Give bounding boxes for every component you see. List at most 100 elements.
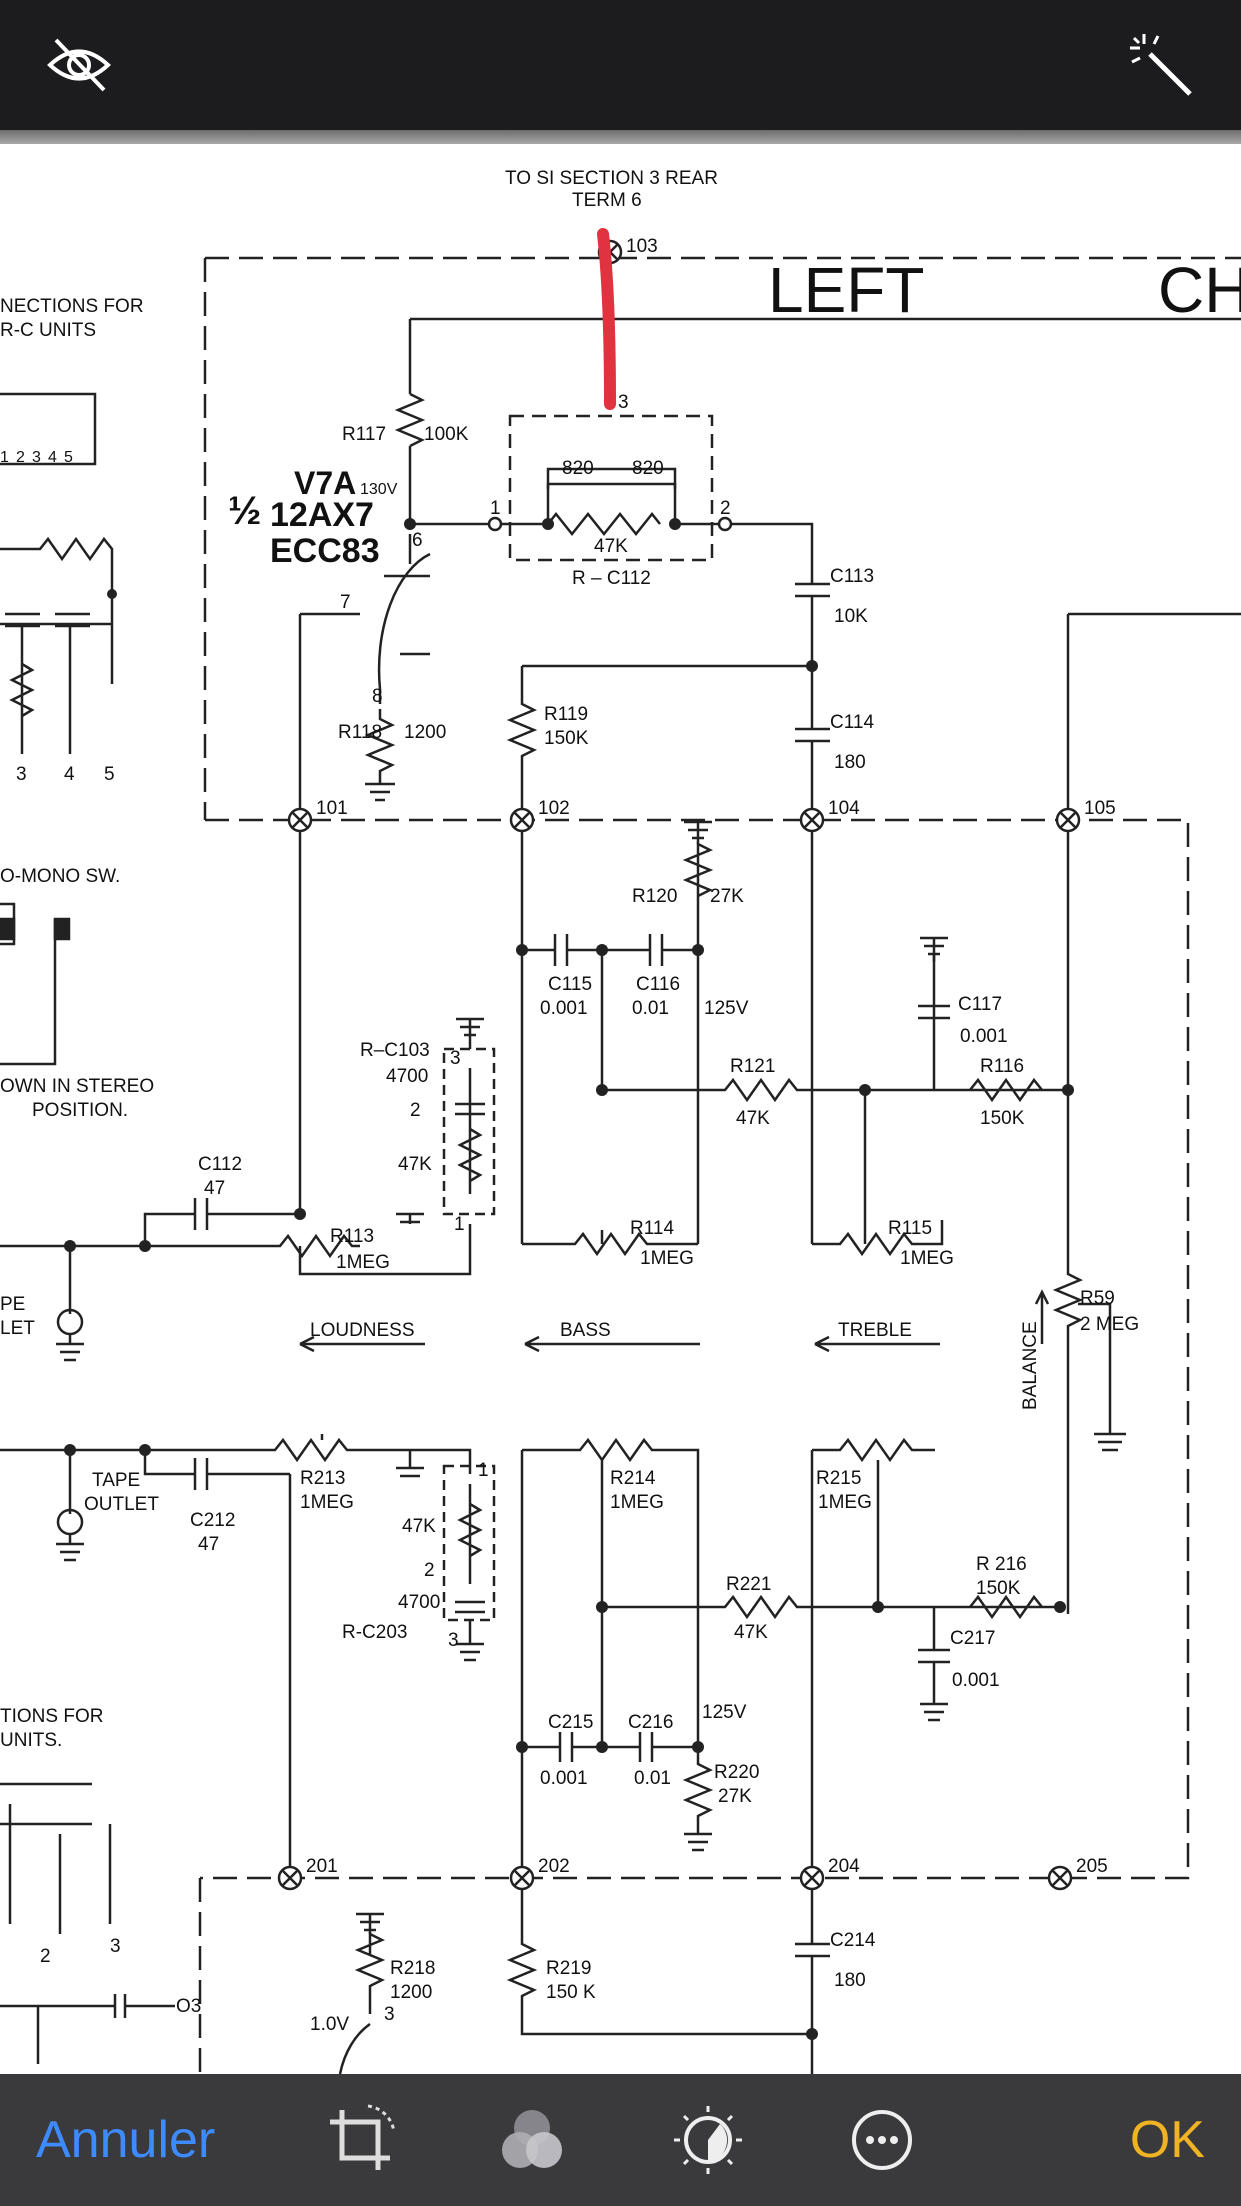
resistor-label: R118 — [338, 722, 382, 743]
note-label: OWN IN STEREO — [0, 1076, 154, 1097]
node-label: 201 — [306, 1856, 338, 1877]
voltage-label: 1.0V — [310, 2014, 349, 2035]
resistor-value: 150K — [976, 1578, 1021, 1599]
photo-edge — [0, 130, 1241, 144]
resistor-label: R117 — [342, 424, 386, 445]
resistor-label: R59 — [1080, 1288, 1115, 1309]
node-label: 105 — [1084, 798, 1116, 819]
cap-label: C113 — [830, 566, 874, 587]
pin-label: 2 — [16, 449, 25, 466]
pin-label: 3 — [618, 392, 629, 413]
ok-button[interactable]: OK — [1129, 2111, 1205, 2169]
resistor-value: 150 K — [546, 1982, 596, 2003]
schematic-drawing: TO SI SECTION 3 REAR TERM 6 103 LEFT CH … — [0, 168, 1241, 2074]
cap-value: 47 — [204, 1178, 225, 1199]
node-label: 202 — [538, 1856, 570, 1877]
cap-label: C112 — [198, 1154, 242, 1175]
crop-rotate-icon[interactable] — [320, 2100, 400, 2180]
resistor-value: 27K — [718, 1786, 752, 1807]
resistor-value: 1MEG — [300, 1492, 354, 1513]
node-label: 102 — [538, 798, 570, 819]
tape-label: OUTLET — [84, 1494, 159, 1515]
cap-label: C114 — [830, 712, 874, 733]
filters-icon[interactable] — [492, 2100, 572, 2180]
resistor-label: R213 — [300, 1468, 345, 1489]
resistor-value: 47K — [398, 1154, 432, 1175]
cap-label: C217 — [950, 1628, 995, 1649]
pin-label: 2 — [40, 1946, 51, 1967]
top-toolbar — [0, 0, 1241, 130]
pin-label: 5 — [104, 764, 115, 785]
tube-label: V7A — [294, 465, 356, 501]
cancel-button[interactable]: Annuler — [36, 2111, 216, 2169]
resistor-value: 1MEG — [900, 1248, 954, 1269]
cap-label: C116 — [636, 974, 680, 995]
node-label: 205 — [1076, 1856, 1108, 1877]
cap-value: 4700 — [386, 1066, 428, 1087]
cap-label: C216 — [628, 1712, 673, 1733]
note-label: LET — [0, 1318, 35, 1339]
note-label: PE — [0, 1294, 25, 1315]
switch-label: O-MONO SW. — [0, 866, 120, 887]
resistor-value: 47K — [734, 1622, 768, 1643]
cap-value: 820 — [562, 458, 594, 479]
pin-label: 7 — [340, 592, 351, 613]
top-note-term: TERM 6 — [572, 190, 642, 211]
resistor-label: R115 — [888, 1218, 932, 1239]
cap-value: 0.001 — [540, 1768, 588, 1789]
magic-wand-icon[interactable] — [1126, 30, 1196, 100]
cap-value: 180 — [834, 1970, 866, 1991]
node-label: 103 — [626, 236, 658, 257]
cap-value: 0.001 — [960, 1026, 1008, 1047]
resistor-value: 150K — [980, 1108, 1025, 1129]
pin-label: O3 — [176, 1996, 201, 2017]
cap-label: C214 — [830, 1930, 876, 1951]
control-label: LOUDNESS — [310, 1320, 415, 1341]
cap-label: C117 — [958, 994, 1002, 1015]
resistor-value: 2 MEG — [1080, 1314, 1139, 1335]
pin-label: 1 — [478, 1460, 489, 1481]
eye-slash-icon[interactable] — [44, 30, 114, 100]
pin-label: 2 — [424, 1560, 435, 1581]
resistor-value: 100K — [424, 424, 469, 445]
resistor-value: 1MEG — [610, 1492, 664, 1513]
pin-label: 8 — [372, 686, 383, 707]
pin-label: 3 — [16, 764, 27, 785]
resistor-value: 1200 — [404, 722, 446, 743]
red-markup-stroke — [597, 228, 616, 410]
voltage-label: 130V — [360, 481, 398, 498]
more-icon[interactable] — [842, 2100, 922, 2180]
pin-label: 4 — [48, 449, 57, 466]
cap-value: 10K — [834, 606, 868, 627]
pin-label: 3 — [450, 1048, 461, 1069]
cap-value: 0.01 — [634, 1768, 671, 1789]
resistor-label: R221 — [726, 1574, 771, 1595]
bottom-toolbar: Annuler — [0, 2074, 1241, 2206]
resistor-label: R116 — [980, 1056, 1024, 1077]
tape-label: TAPE — [92, 1470, 140, 1491]
resistor-label: R121 — [730, 1056, 775, 1077]
pin-label: 1 — [454, 1214, 465, 1235]
resistor-label: R218 — [390, 1958, 435, 1979]
cap-value: 180 — [834, 752, 866, 773]
resistor-label: R114 — [630, 1218, 674, 1239]
resistor-label: R113 — [330, 1226, 374, 1247]
note-label: NECTIONS FOR — [0, 296, 144, 317]
cap-value: 4700 — [398, 1592, 440, 1613]
node-label: 204 — [828, 1856, 860, 1877]
control-label: TREBLE — [838, 1320, 912, 1341]
note-label: POSITION. — [32, 1100, 128, 1121]
voltage-label: 125V — [702, 1702, 747, 1723]
cap-value: 47 — [198, 1534, 219, 1555]
pin-label: 6 — [412, 530, 423, 551]
adjust-dial-icon[interactable] — [668, 2100, 748, 2180]
schematic-image[interactable]: TO SI SECTION 3 REAR TERM 6 103 LEFT CH … — [0, 144, 1241, 2074]
resistor-label: R215 — [816, 1468, 861, 1489]
cap-label: C215 — [548, 1712, 593, 1733]
note-label: UNITS. — [0, 1730, 62, 1751]
resistor-label: R214 — [610, 1468, 656, 1489]
rc-label: R-C203 — [342, 1622, 407, 1643]
rc-label: R – C112 — [572, 568, 651, 589]
cap-value: 0.001 — [952, 1670, 1000, 1691]
note-label: TIONS FOR — [0, 1706, 103, 1727]
